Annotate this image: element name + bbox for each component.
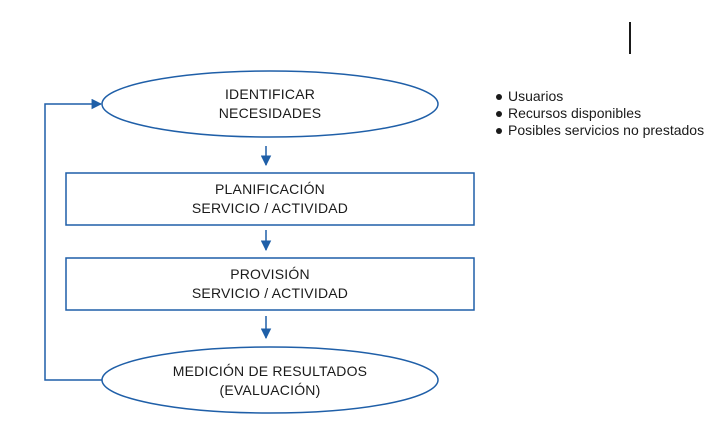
bullet-item-resources: Recursos disponibles bbox=[496, 105, 704, 122]
bullet-item-unprovided-services: Posibles servicios no prestados bbox=[496, 122, 704, 139]
planning-box bbox=[65, 172, 475, 226]
planning-line1: PLANIFICACIÓN bbox=[215, 181, 325, 197]
provision-line2: SERVICIO / ACTIVIDAD bbox=[191, 285, 349, 301]
identify-needs-line2: NECESIDADES bbox=[218, 105, 322, 121]
measurement-line1: MEDICIÓN DE RESULTADOS bbox=[172, 363, 368, 379]
page-margin-mark bbox=[629, 22, 631, 54]
planning-label: PLANIFICACIÓN SERVICIO / ACTIVIDAD bbox=[120, 180, 420, 218]
measurement-label: MEDICIÓN DE RESULTADOS (EVALUACIÓN) bbox=[120, 362, 420, 400]
identify-needs-label: IDENTIFICAR NECESIDADES bbox=[170, 85, 370, 123]
needs-bullet-list: Usuarios Recursos disponibles Posibles s… bbox=[496, 88, 704, 139]
measurement-line2: (EVALUACIÓN) bbox=[219, 382, 321, 398]
bullet-item-users: Usuarios bbox=[496, 88, 704, 105]
provision-line1: PROVISIÓN bbox=[230, 266, 310, 282]
feedback-loop-arrow bbox=[44, 98, 103, 381]
planning-line2: SERVICIO / ACTIVIDAD bbox=[191, 200, 349, 216]
identify-needs-line1: IDENTIFICAR bbox=[224, 86, 316, 102]
provision-box bbox=[65, 257, 475, 311]
provision-label: PROVISIÓN SERVICIO / ACTIVIDAD bbox=[120, 265, 420, 303]
